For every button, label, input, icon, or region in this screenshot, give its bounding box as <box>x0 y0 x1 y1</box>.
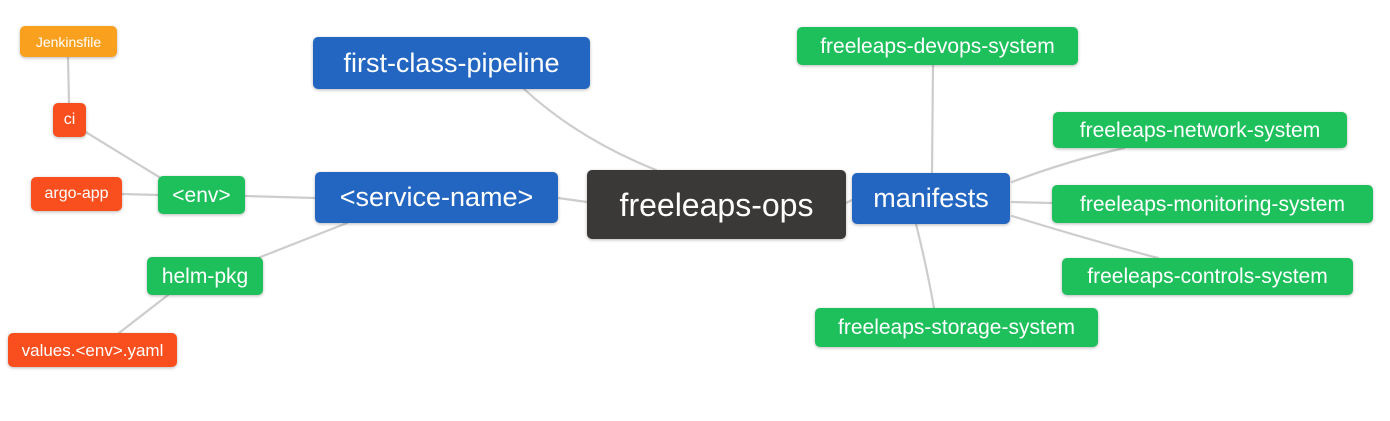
node-freeleaps-monitoring-system[interactable]: freeleaps-monitoring-system <box>1052 185 1373 223</box>
node-label: Jenkinsfile <box>35 33 102 50</box>
edge-env-to-service-name <box>243 194 317 200</box>
node-helm-pkg[interactable]: helm-pkg <box>147 257 263 295</box>
edge-ci-to-env <box>82 129 161 179</box>
edge-service-name-to-helm-pkg <box>256 221 349 260</box>
edge-manifests-to-freeleaps-controls-system <box>1010 214 1160 260</box>
node-label: ci <box>63 111 76 128</box>
edge-argo-app-to-env <box>120 192 160 197</box>
node-label: freeleaps-network-system <box>1079 118 1321 142</box>
node-env[interactable]: <env> <box>158 176 245 214</box>
edge-helm-pkg-to-values-env-yaml <box>117 293 170 335</box>
node-label: <env> <box>172 183 231 207</box>
node-label: freeleaps-ops <box>619 186 814 223</box>
node-manifests[interactable]: manifests <box>852 173 1010 224</box>
edge-freeleaps-ops-to-manifests <box>844 198 854 205</box>
node-label: helm-pkg <box>161 264 249 288</box>
edge-service-name-to-freeleaps-ops <box>556 196 589 204</box>
node-jenkinsfile[interactable]: Jenkinsfile <box>20 26 117 57</box>
node-freeleaps-controls-system[interactable]: freeleaps-controls-system <box>1062 258 1353 295</box>
node-first-class-pipeline[interactable]: first-class-pipeline <box>313 37 590 89</box>
node-label: freeleaps-monitoring-system <box>1080 192 1345 216</box>
node-label: first-class-pipeline <box>343 47 560 78</box>
node-label: freeleaps-controls-system <box>1087 265 1328 288</box>
node-label: values.<env>.yaml <box>21 340 164 360</box>
node-ci[interactable]: ci <box>53 103 86 137</box>
node-label: argo-app <box>44 185 109 202</box>
node-label: freeleaps-storage-system <box>838 316 1075 339</box>
node-freeleaps-ops[interactable]: freeleaps-ops <box>587 170 846 239</box>
edge-manifests-to-freeleaps-monitoring-system <box>1010 200 1054 205</box>
edge-manifests-to-freeleaps-devops-system <box>930 63 935 175</box>
node-freeleaps-devops-system[interactable]: freeleaps-devops-system <box>797 27 1078 65</box>
node-freeleaps-storage-system[interactable]: freeleaps-storage-system <box>815 308 1098 347</box>
edge-first-class-pipeline-to-freeleaps-ops <box>522 87 658 172</box>
node-label: freeleaps-devops-system <box>820 34 1055 58</box>
node-label: manifests <box>873 183 989 213</box>
edge-manifests-to-freeleaps-network-system <box>1010 146 1126 184</box>
node-service-name[interactable]: <service-name> <box>315 172 558 223</box>
edge-jenkinsfile-to-ci <box>66 55 71 105</box>
node-label: <service-name> <box>339 182 534 212</box>
node-freeleaps-network-system[interactable]: freeleaps-network-system <box>1053 112 1347 148</box>
node-values-env-yaml[interactable]: values.<env>.yaml <box>8 333 177 367</box>
edge-manifests-to-freeleaps-storage-system <box>914 222 936 310</box>
node-argo-app[interactable]: argo-app <box>31 177 122 211</box>
